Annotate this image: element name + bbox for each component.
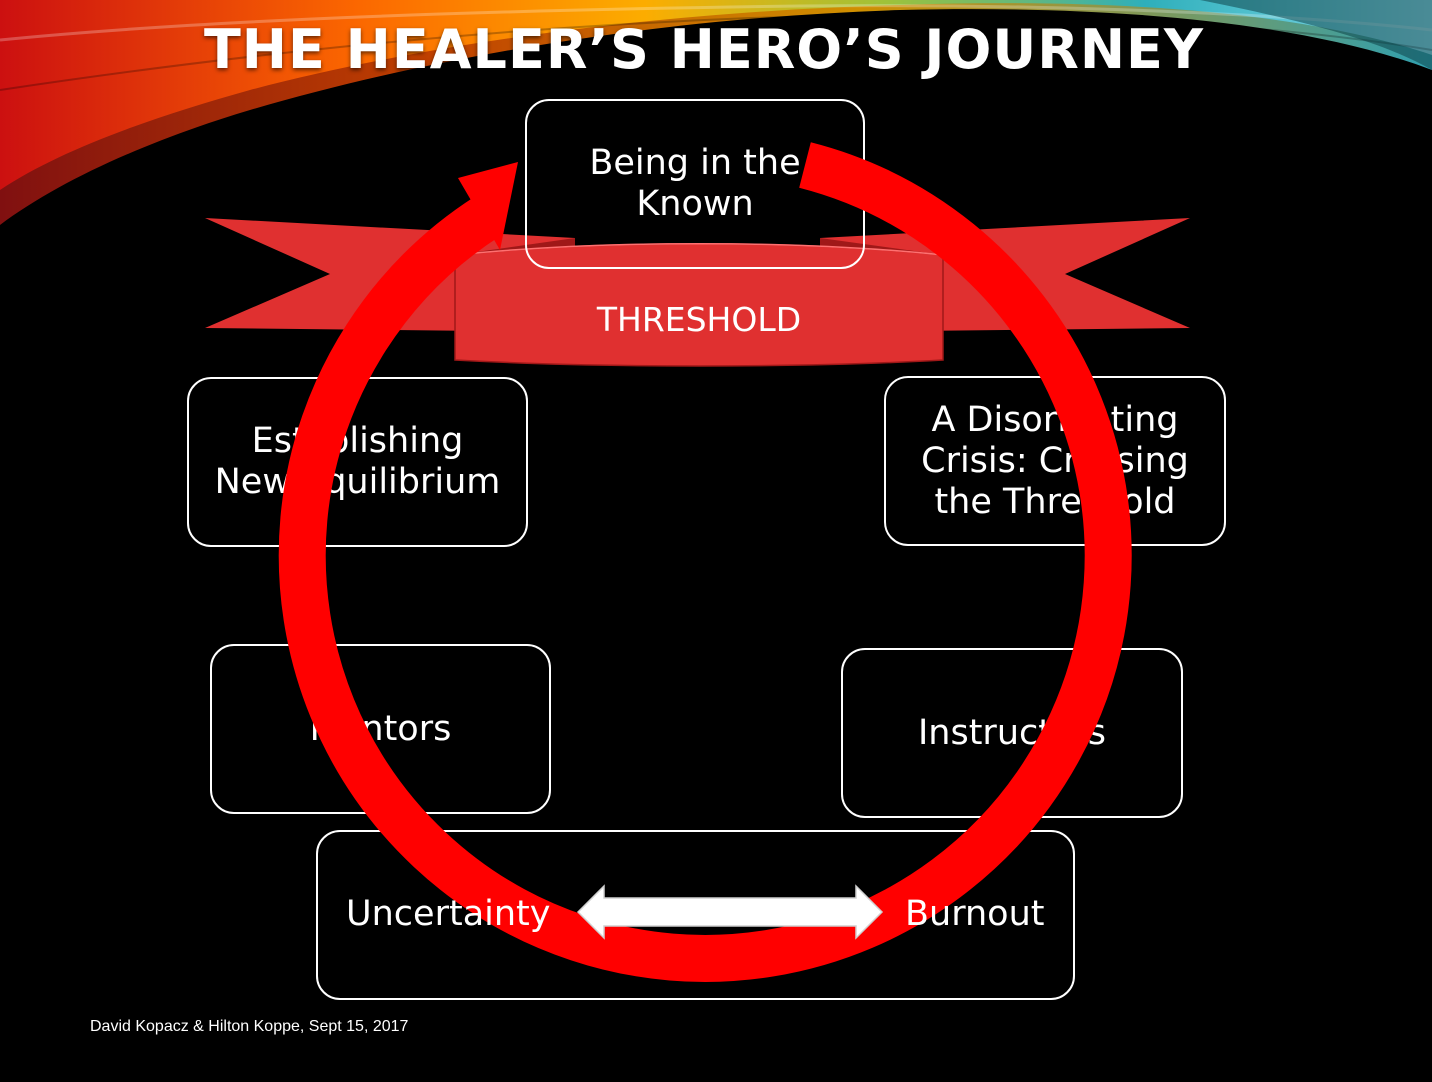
footer-credit: David Kopacz & Hilton Koppe, Sept 15, 20… bbox=[90, 1018, 409, 1035]
threshold-label: THRESHOLD bbox=[596, 300, 802, 339]
uncertainty-label: Uncertainty bbox=[346, 894, 551, 934]
burnout-label: Burnout bbox=[905, 894, 1045, 934]
stage-box-uncertainty-burnout bbox=[316, 830, 1075, 1000]
stage-box-being-in-the-known: Being in the Known bbox=[525, 99, 865, 269]
stage-label-being-in-the-known: Being in the Known bbox=[589, 143, 801, 224]
rainbow-swoosh-decoration bbox=[0, 0, 1432, 225]
slide-title: THE HEALER’S HERO’S JOURNEY bbox=[203, 18, 1205, 81]
